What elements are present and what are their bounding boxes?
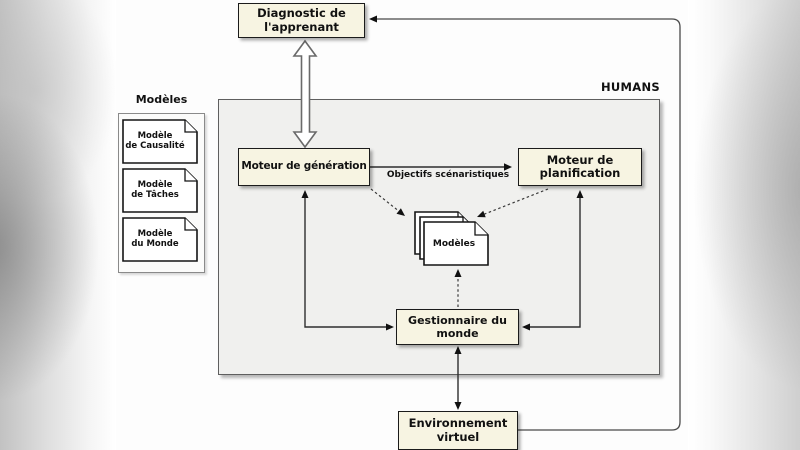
- moteur-planification-box: Moteur de planification: [518, 148, 642, 186]
- diagnostic-line-1: Diagnostic de: [257, 6, 346, 20]
- document-label-causalite: Modèle de Causalité: [122, 131, 188, 151]
- doc1-line2: de Tâches: [131, 190, 179, 200]
- environnement-line-1: Environnement: [408, 416, 508, 430]
- left-letterbox-gradient: [0, 0, 116, 450]
- doc2-line1: Modèle: [137, 229, 173, 239]
- doc1-line1: Modèle: [137, 180, 173, 190]
- diagnostic-line-2: l'apprenant: [264, 19, 339, 34]
- doc2-line2: du Monde: [131, 239, 179, 249]
- document-label-taches: Modèle de Tâches: [122, 180, 188, 200]
- doc0-line2: de Causalité: [125, 141, 185, 151]
- gestionnaire-monde-box: Gestionnaire du monde: [396, 309, 519, 345]
- models-stack-label: Modèles: [432, 239, 476, 249]
- planification-line-2: planification: [539, 166, 621, 180]
- models-legend-title: Modèles: [135, 93, 188, 106]
- generation-line-1: Moteur de génération: [241, 160, 367, 173]
- objectifs-scenaristiques-label: Objectifs scénaristiques: [386, 170, 510, 180]
- moteur-generation-box: Moteur de génération: [238, 148, 370, 186]
- right-letterbox-gradient: [688, 0, 800, 450]
- diagnostic-apprenant-box: Diagnostic de l'apprenant: [238, 3, 365, 38]
- gestionnaire-line-1: Gestionnaire du: [408, 313, 507, 327]
- planification-line-1: Moteur de: [546, 152, 614, 167]
- environnement-virtuel-box: Environnement virtuel: [398, 411, 518, 450]
- humans-group-label: HUMANS: [600, 80, 660, 94]
- gestionnaire-line-2: monde: [436, 327, 479, 340]
- environnement-line-2: virtuel: [436, 429, 480, 444]
- doc0-line1: Modèle: [137, 131, 173, 141]
- document-label-monde: Modèle du Monde: [122, 229, 188, 249]
